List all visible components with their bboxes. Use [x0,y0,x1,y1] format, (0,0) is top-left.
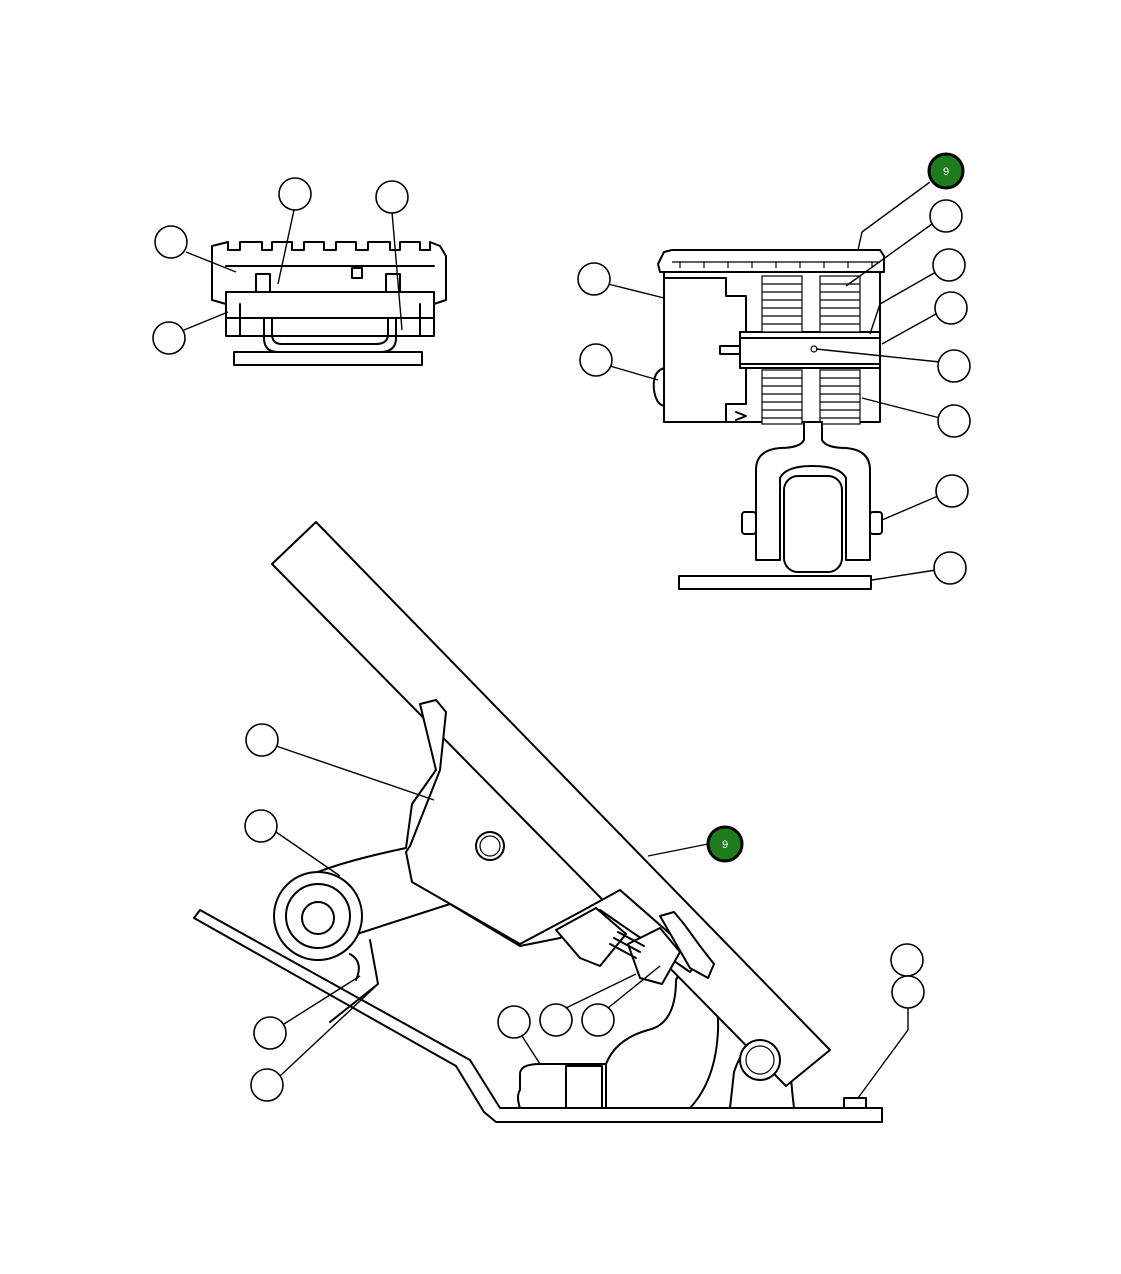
callout-balloon [244,809,278,843]
callout-balloon [937,404,971,438]
callout-balloon [937,349,971,383]
highlight-callout-top [927,152,965,190]
callout-balloon [935,474,969,508]
highlight-callout-bottom-label: 9 [722,839,728,851]
callout-balloon [581,1003,615,1037]
highlight-callout-bottom [706,825,744,863]
side-view-assembly [652,249,885,590]
pedal-callouts: 9 [244,723,925,1102]
callout-balloon [245,723,279,757]
side-view-callouts: 9 [577,152,971,585]
callout-balloon [253,1016,287,1050]
pedal-assembly [193,521,883,1123]
callout-balloon [579,343,613,377]
callout-balloon [933,551,967,585]
callout-balloon [250,1068,284,1102]
callout-balloon [375,180,409,214]
callout-balloon [577,262,611,296]
callout-balloon [497,1005,531,1039]
callout-balloon [154,225,188,259]
callout-balloon [891,975,925,1009]
callout-balloon [932,248,966,282]
callout-balloon [539,1003,573,1037]
callout-balloon [890,943,924,977]
callout-balloon [934,291,968,325]
callout-balloon [152,321,186,355]
callout-balloon [278,177,312,211]
front-view-callouts [152,177,409,355]
highlight-callout-top-label: 9 [943,166,949,178]
callout-balloon [929,199,963,233]
front-view-assembly [211,241,447,366]
